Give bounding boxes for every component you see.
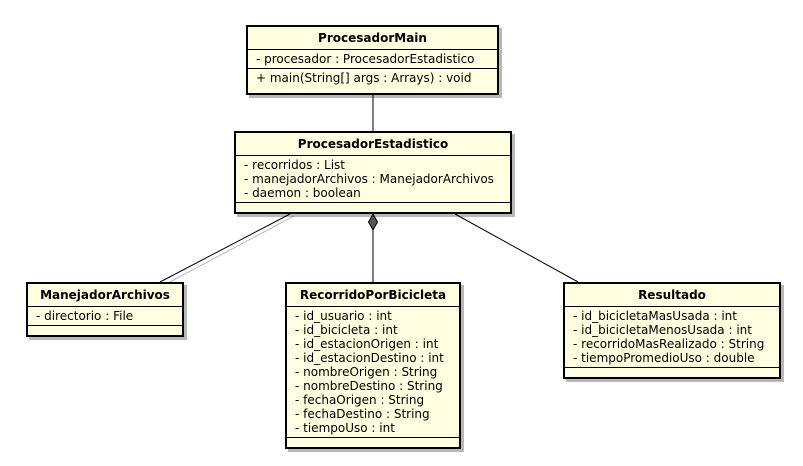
- class-name: RecorridoPorBicicleta: [287, 284, 459, 307]
- association-estadistico-resultado: [454, 213, 579, 283]
- attribute: - tiempoPromedioUso : double: [573, 351, 755, 365]
- class-manejador-archivos[interactable]: ManejadorArchivos - directorio : File: [26, 282, 184, 337]
- attributes-section: - directorio : File: [28, 307, 182, 326]
- association-estadistico-manejador-shadow: [165, 215, 295, 285]
- operations-section: [28, 326, 182, 336]
- attribute: - procesador : ProcesadorEstadistico: [256, 52, 475, 66]
- attributes-section: - id_bicicletaMasUsada : int - id_bicicl…: [565, 307, 779, 368]
- operations-section: [565, 368, 779, 378]
- attribute: - fechaOrigen : String: [295, 393, 425, 407]
- attribute: - manejadorArchivos : ManejadorArchivos: [244, 172, 494, 186]
- class-procesador-main[interactable]: ProcesadorMain - procesador : Procesador…: [246, 25, 499, 95]
- attribute: - id_bicicletaMasUsada : int: [573, 309, 737, 323]
- attribute: - id_estacionOrigen : int: [295, 337, 439, 351]
- attribute: - nombreDestino : String: [295, 379, 443, 393]
- attribute: - recorridoMasRealizado : String: [573, 337, 765, 351]
- operations-section: [287, 438, 459, 448]
- attribute: - daemon : boolean: [244, 186, 361, 200]
- attribute: - nombreOrigen : String: [295, 365, 438, 379]
- composition-diamond-icon: [367, 212, 379, 232]
- class-recorrido-por-bicicleta[interactable]: RecorridoPorBicicleta - id_usuario : int…: [285, 282, 461, 449]
- attributes-section: - procesador : ProcesadorEstadistico: [248, 50, 497, 69]
- class-name: ProcesadorEstadistico: [236, 133, 510, 156]
- attribute: - fechaDestino : String: [295, 407, 430, 421]
- association-estadistico-manejador: [159, 213, 291, 283]
- operations-section: [236, 203, 510, 213]
- operation: + main(String[] args : Arrays) : void: [256, 71, 472, 85]
- attribute: - recorridos : List: [244, 158, 345, 172]
- operations-section: + main(String[] args : Arrays) : void: [248, 69, 497, 87]
- attribute: - directorio : File: [36, 309, 134, 323]
- class-resultado[interactable]: Resultado - id_bicicletaMasUsada : int -…: [563, 282, 781, 379]
- attributes-section: - id_usuario : int - id_bicicleta : int …: [287, 307, 459, 438]
- class-name: Resultado: [565, 284, 779, 307]
- class-name: ManejadorArchivos: [28, 284, 182, 307]
- attribute: - tiempoUso : int: [295, 421, 395, 435]
- attribute: - id_bicicletaMenosUsada : int: [573, 323, 752, 337]
- attribute: - id_usuario : int: [295, 309, 392, 323]
- attributes-section: - recorridos : List - manejadorArchivos …: [236, 156, 510, 203]
- attribute: - id_bicicleta : int: [295, 323, 398, 337]
- class-procesador-estadistico[interactable]: ProcesadorEstadistico - recorridos : Lis…: [234, 131, 512, 214]
- attribute: - id_estacionDestino : int: [295, 351, 444, 365]
- class-name: ProcesadorMain: [248, 27, 497, 50]
